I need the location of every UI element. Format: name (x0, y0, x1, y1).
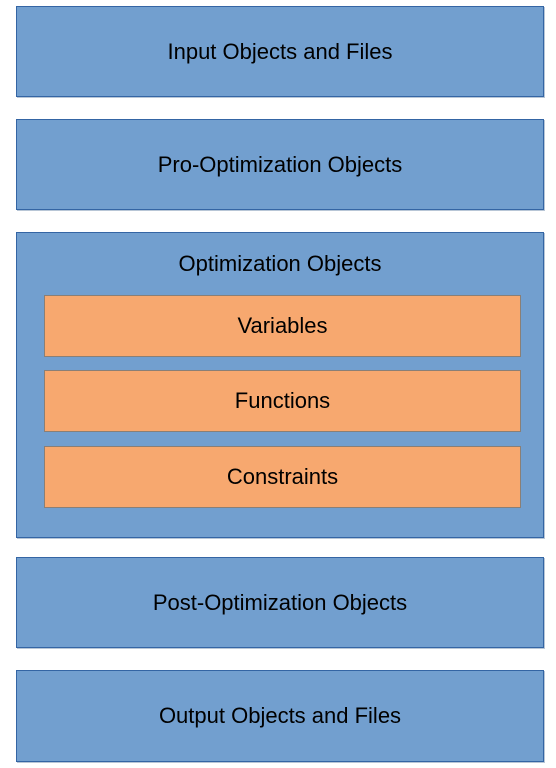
input-objects-label: Input Objects and Files (167, 38, 393, 64)
variables-label: Variables (237, 313, 328, 338)
variables-box: Variables (44, 295, 521, 357)
optimization-objects-box: Optimization Objects Variables Functions… (16, 232, 544, 538)
functions-box: Functions (44, 370, 521, 432)
functions-label: Functions (234, 388, 331, 413)
output-objects-box: Output Objects and Files (16, 670, 544, 762)
post-optimization-label: Post-Optimization Objects (152, 589, 408, 615)
constraints-label: Constraints (226, 464, 339, 489)
constraints-box: Constraints (44, 446, 521, 508)
post-optimization-box: Post-Optimization Objects (16, 557, 544, 648)
input-objects-box: Input Objects and Files (16, 6, 544, 97)
pre-optimization-box: Pro-Optimization Objects (16, 119, 544, 210)
pre-optimization-label: Pro-Optimization Objects (157, 151, 403, 177)
optimization-objects-label: Optimization Objects (178, 251, 382, 276)
output-objects-label: Output Objects and Files (158, 703, 402, 728)
